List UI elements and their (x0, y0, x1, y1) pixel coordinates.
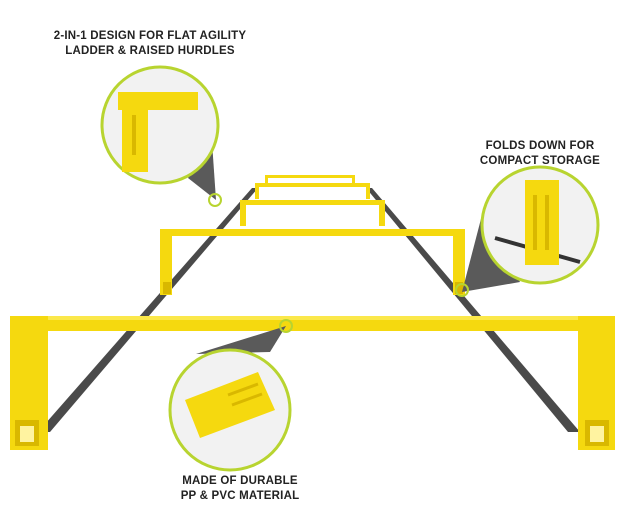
callout-label-top: 2-IN-1 DESIGN FOR FLAT AGILITY LADDER & … (30, 29, 270, 59)
callout-circle-top (100, 65, 220, 185)
hurdle-5 (265, 175, 355, 185)
callout-circle-bottom (168, 348, 292, 472)
callout-top-line1: 2-IN-1 DESIGN FOR FLAT AGILITY (53, 30, 247, 42)
hurdle-3 (240, 200, 385, 226)
callout-bottom-line2: PP & PVC MATERIAL (180, 490, 300, 502)
callout-right-line1: FOLDS DOWN FOR (485, 140, 595, 152)
hurdle-2 (160, 229, 465, 295)
callout-right-line2: COMPACT STORAGE (479, 155, 601, 167)
right-ladder-strap (366, 188, 580, 432)
callout-top-line2: LADDER & RAISED HURDLES (65, 45, 235, 57)
hurdle-1 (10, 316, 615, 450)
callout-bottom-line1: MADE OF DURABLE (182, 475, 298, 487)
left-ladder-strap (38, 188, 258, 432)
callout-cone-bottom (196, 326, 286, 354)
callout-label-right: FOLDS DOWN FOR COMPACT STORAGE (470, 139, 610, 169)
hurdle-4 (255, 183, 370, 199)
callout-circle-right (480, 165, 600, 285)
callout-label-bottom: MADE OF DURABLE PP & PVC MATERIAL (170, 474, 310, 504)
